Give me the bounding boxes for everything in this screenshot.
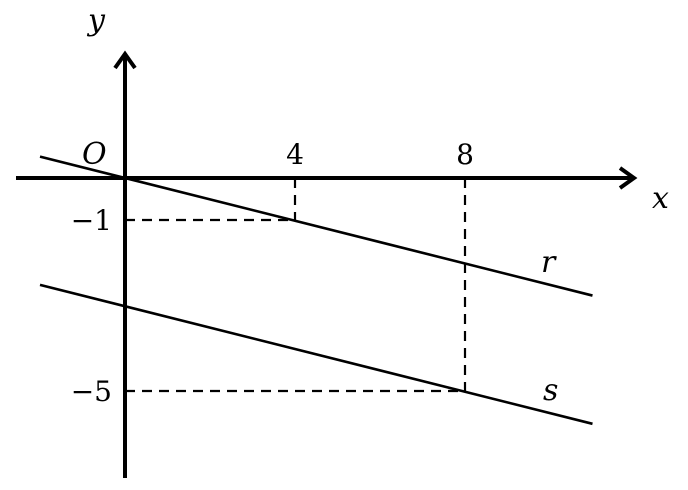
line-r [39,155,593,297]
line-s [39,283,593,426]
line-r-label: r [541,245,557,280]
x-axis-arrowhead [618,166,638,190]
line-s-label: s [543,373,558,408]
y-axis-arrowhead [113,50,137,70]
y-tick-minus1: −1 [71,204,112,237]
origin-label: O [82,137,107,172]
x-tick-8: 8 [456,138,474,171]
x-tick-4: 4 [286,138,304,171]
y-axis-label: y [86,3,106,38]
x-axis-label: x [652,181,669,216]
y-tick-minus5: −5 [71,375,112,408]
